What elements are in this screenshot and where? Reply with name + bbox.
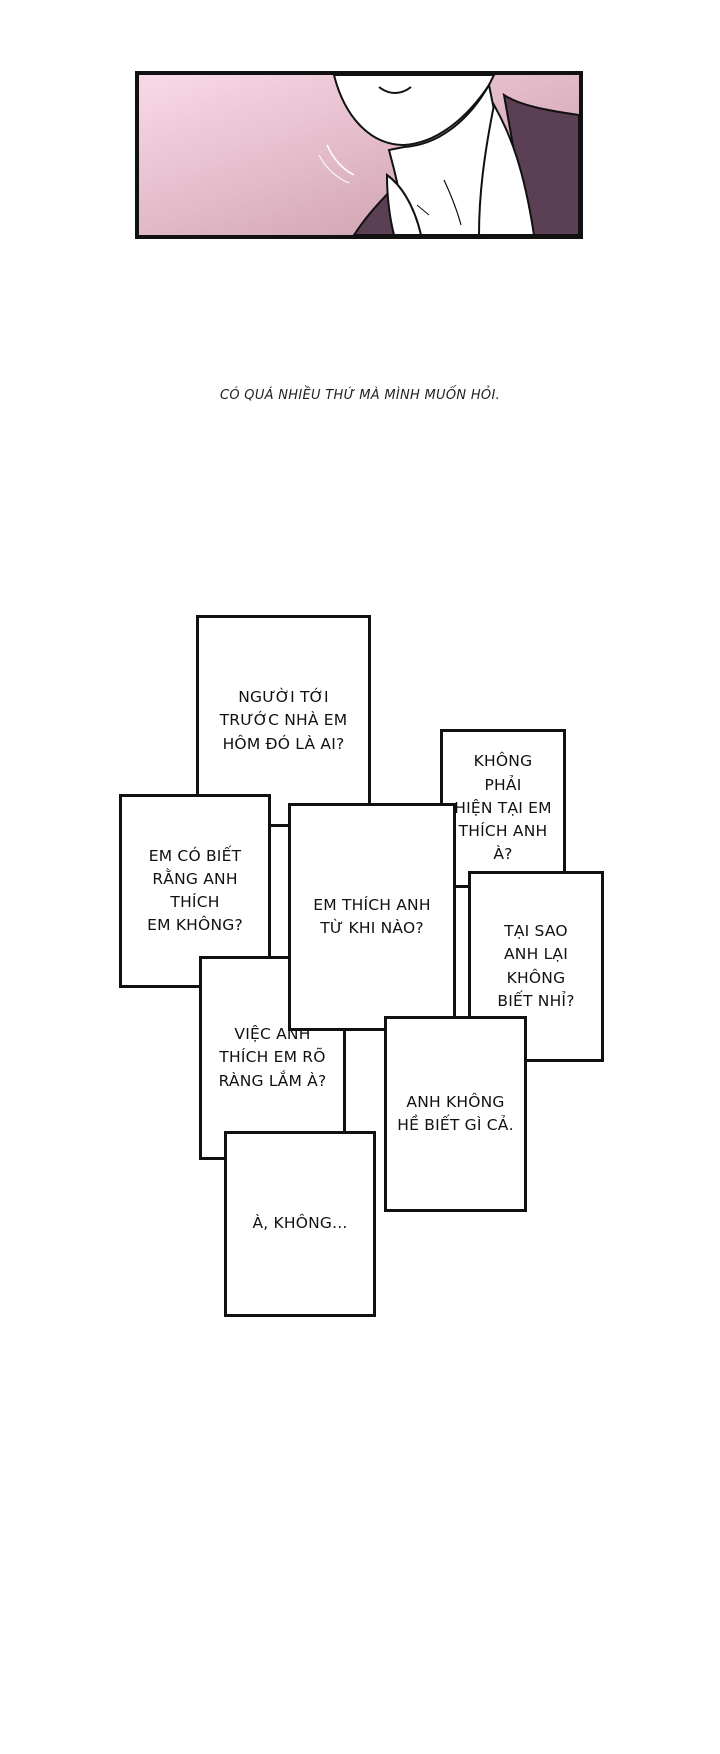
question-text: TẠI SAO ANH LẠI KHÔNG BIẾT NHỈ? — [497, 922, 575, 1010]
question-text: VIỆC ANH THÍCH EM RÕ RÀNG LẮM À? — [218, 1025, 327, 1090]
question-text: À, KHÔNG... — [252, 1214, 348, 1233]
question-text: KHÔNG PHẢI HIỆN TẠI EM THÍCH ANH À? — [454, 752, 552, 864]
question-text: ANH KHÔNG HỀ BIẾT GÌ CẢ. — [397, 1092, 514, 1134]
question-card-not-now: KHÔNG PHẢI HIỆN TẠI EM THÍCH ANH À? — [440, 729, 566, 888]
top-manga-panel — [135, 71, 583, 239]
question-text: NGƯỜI TỚI TRƯỚC NHÀ EM HÔM ĐÓ LÀ AI? — [219, 688, 348, 753]
question-text: EM THÍCH ANH TỪ KHI NÀO? — [313, 895, 431, 937]
question-card-since-when: EM THÍCH ANH TỪ KHI NÀO? — [288, 803, 456, 1031]
question-text: EM CÓ BIẾT RẰNG ANH THÍCH EM KHÔNG? — [147, 846, 243, 935]
question-card-ah-no: À, KHÔNG... — [224, 1131, 376, 1317]
narration-text: CÓ QUÁ NHIỀU THỨ MÀ MÌNH MUỐN HỎI. — [219, 388, 501, 403]
question-card-who-came: NGƯỜI TỚI TRƯỚC NHÀ EM HÔM ĐÓ LÀ AI? — [196, 615, 371, 827]
question-card-knows-nothing: ANH KHÔNG HỀ BIẾT GÌ CẢ. — [384, 1016, 527, 1212]
chin-collar-illustration-icon — [139, 75, 579, 235]
question-card-do-you-know: EM CÓ BIẾT RẰNG ANH THÍCH EM KHÔNG? — [119, 794, 271, 988]
